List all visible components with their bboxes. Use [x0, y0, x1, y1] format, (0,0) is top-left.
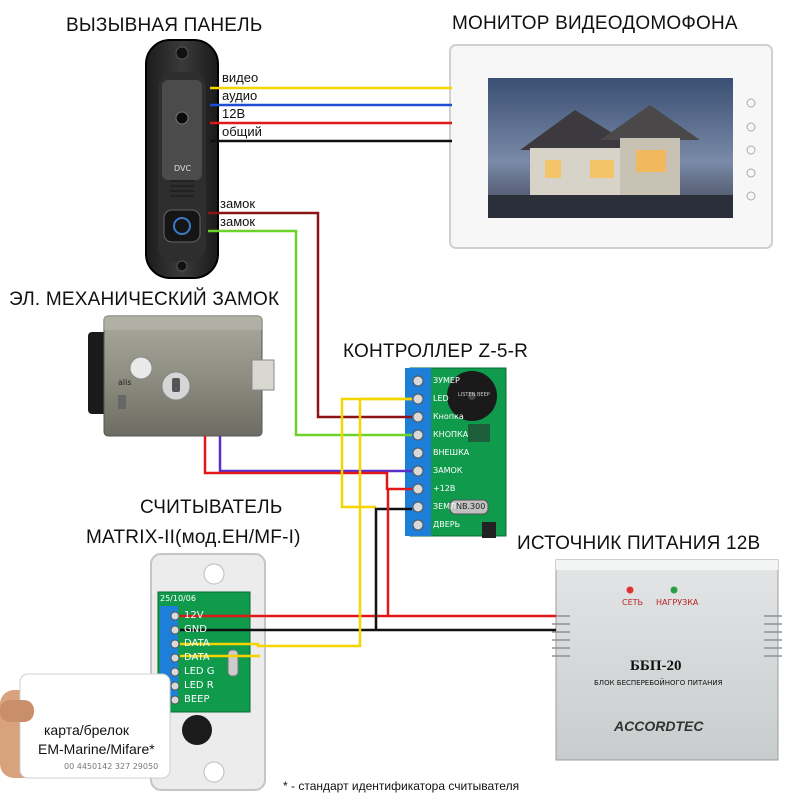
ctrl-term-5: ВНЕШКА — [433, 448, 470, 457]
card-serial: 00 4450142 327 29050 — [64, 762, 159, 771]
ctrl-term-4: КНОПКА — [433, 430, 469, 439]
psu-led-load: НАГРУЗКА — [656, 598, 699, 607]
controller-title: КОНТРОЛЛЕР Z-5-R — [343, 341, 529, 362]
ctrl-chip: NB.300 — [456, 502, 486, 511]
lock-title: ЭЛ. МЕХАНИЧЕСКИЙ ЗАМОК — [9, 289, 280, 310]
panel-title: ВЫЗЫВНАЯ ПАНЕЛЬ — [66, 15, 263, 36]
psu-title: ИСТОЧНИК ПИТАНИЯ 12В — [517, 533, 761, 554]
reader-term-7: BEEP — [184, 694, 210, 705]
intercom-monitor — [449, 44, 773, 249]
wire-yellow-loop — [340, 397, 412, 509]
wire-lock-red2 — [203, 436, 412, 491]
wire-lock-purple — [218, 436, 412, 473]
reader-title: СЧИТЫВАТЕЛЬ — [140, 497, 283, 518]
card-reader — [150, 553, 266, 791]
ctrl-term-7: +12В — [433, 484, 456, 493]
wire-reader-data — [180, 397, 412, 648]
reader-header: 25/10/06 — [160, 594, 196, 603]
power-supply — [552, 559, 782, 761]
panel-brand: DVC — [174, 164, 192, 173]
reader-model: MATRIX-II(мод.EH/MF-I) — [86, 527, 301, 548]
wire-lock-red — [208, 211, 412, 419]
psu-led-network: СЕТЬ — [622, 598, 644, 607]
lock-brand: alis — [118, 378, 132, 387]
ctrl-term-3: Кнопка — [433, 412, 464, 421]
label-common: общий — [222, 124, 262, 139]
label-video: видео — [222, 70, 259, 85]
ctrl-term-9: ДВЕРЬ — [433, 520, 461, 529]
reader-term-2: GND — [184, 624, 207, 635]
reader-term-5: LED G — [184, 666, 215, 677]
buzzer-label: LISTEN BEEP — [458, 392, 490, 398]
label-12v: 12В — [222, 106, 246, 121]
rfid-card — [0, 673, 171, 779]
electromechanical-lock — [88, 315, 275, 437]
ctrl-term-1: ЗУМЕР — [433, 376, 460, 385]
card-line-1: карта/брелок — [44, 722, 129, 738]
wires — [180, 86, 556, 658]
ctrl-term-8: ЗЕМЛЯ — [433, 502, 462, 511]
label-audio: аудио — [222, 88, 258, 103]
call-panel — [145, 39, 219, 279]
ctrl-term-2: LED — [433, 394, 449, 403]
psu-brand: ACCORDTEC — [614, 718, 704, 734]
monitor-title: МОНИТОР ВИДЕОДОМОФОНА — [452, 13, 738, 34]
footnote: * - стандарт идентификатора считывателя — [283, 779, 520, 793]
card-line-2: EM-Marine/Mifare* — [38, 741, 155, 757]
reader-term-4: DATA — [184, 652, 210, 663]
wire-reader-to-ctrl-black — [374, 507, 412, 630]
label-lock-2: замок — [220, 214, 256, 229]
wire-lock-green — [208, 229, 412, 437]
reader-term-6: LED R — [184, 680, 214, 691]
reader-term-3: DATA — [184, 638, 210, 649]
psu-model: ББП-20 — [630, 658, 682, 674]
ctrl-term-6: ЗАМОК — [433, 466, 463, 475]
reader-term-1: 12V — [184, 610, 204, 621]
psu-subtitle: БЛОК БЕСПЕРЕБОЙНОГО ПИТАНИЯ — [594, 679, 723, 687]
label-lock-1: замок — [220, 196, 256, 211]
